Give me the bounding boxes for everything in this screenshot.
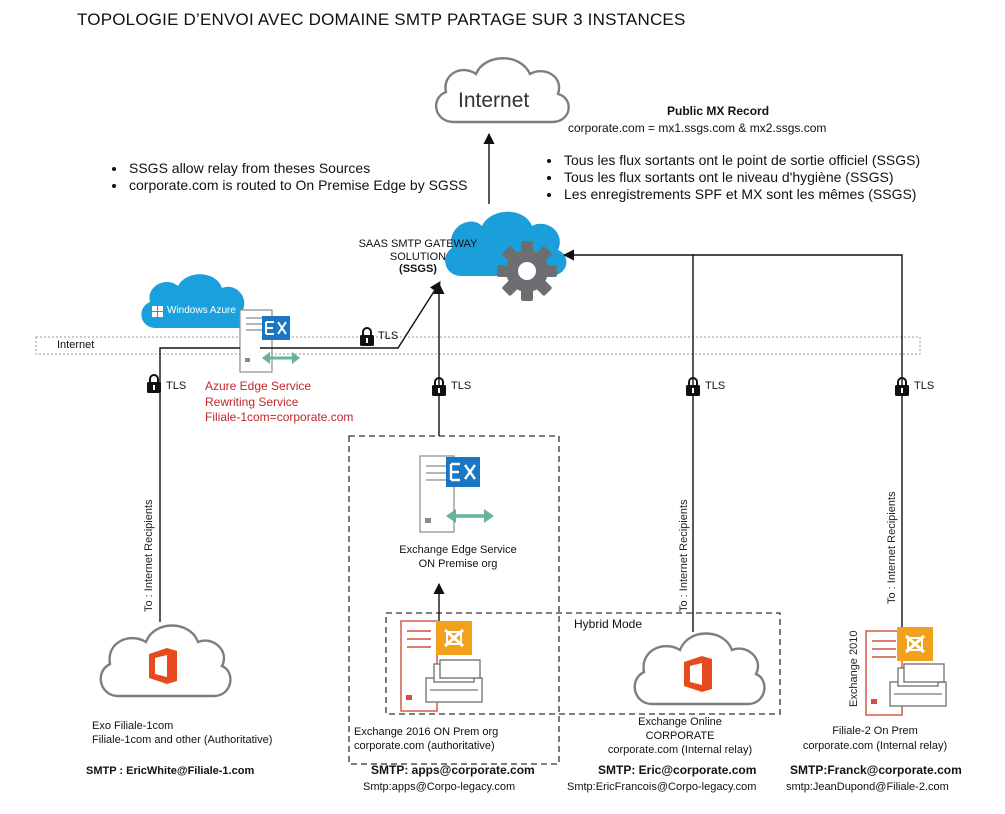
- right-bullet-list: Tous les flux sortants ont le point de s…: [540, 152, 1005, 203]
- tls-label: TLS: [914, 380, 935, 392]
- exchange-icon: [446, 457, 480, 487]
- source-name: Filiale-2 On Prem: [832, 725, 918, 737]
- mail-tray-icon: [889, 663, 947, 707]
- office-icon: [684, 656, 712, 692]
- exchange-orange-icon: [436, 621, 472, 655]
- tls-label: TLS: [705, 380, 726, 392]
- azure-edge-label: Azure Edge Service Rewriting Service Fil…: [205, 379, 353, 426]
- source-detail: corporate.com (Internal relay): [802, 739, 948, 752]
- mx-value: corporate.com = mx1.ssgs.com & mx2.ssgs.…: [568, 121, 827, 135]
- to-internet-label: To : Internet Recipients: [678, 499, 690, 612]
- source-name: Exo Filiale-1com: [92, 720, 174, 732]
- office-icon: [149, 648, 177, 684]
- source-detail: corporate.com (Internal relay): [607, 743, 753, 756]
- onprem-boundary: [348, 435, 560, 765]
- source-smtp: SMTP: Eric@corporate.com: [598, 763, 757, 777]
- azure-edge-label-line: Filiale-1com=corporate.com: [205, 410, 354, 425]
- exchange-online-label: Exchange Online CORPORATE corporate.com …: [585, 716, 775, 757]
- azure-edge-server-icon: [239, 309, 273, 373]
- edge-arrows-icon: [446, 509, 494, 523]
- gateway-label-line: SAAS SMTP GATEWAY: [358, 238, 478, 250]
- edge-arrows-icon: [262, 352, 300, 364]
- tls-label: TLS: [166, 380, 187, 392]
- to-internet-label: To : Internet Recipients: [143, 499, 155, 612]
- internet-band: [35, 336, 921, 355]
- source-smtp: SMTP : EricWhite@Filiale-1.com: [86, 765, 255, 777]
- source-name: Exchange Online: [638, 716, 722, 728]
- source-smtp: SMTP:Franck@corporate.com: [790, 763, 962, 777]
- source-alias: Smtp:apps@Corpo-legacy.com: [363, 781, 516, 793]
- gateway-label-line: SOLUTION: [389, 250, 447, 263]
- azure-edge-label-line: Rewriting Service: [205, 394, 299, 409]
- tls-label: TLS: [451, 380, 472, 392]
- tls-label: TLS: [378, 330, 399, 342]
- source-detail: corporate.com (authoritative): [354, 740, 495, 753]
- hybrid-mode-label: Hybrid Mode: [574, 617, 643, 631]
- exchange-2010-label: Exchange 2010: [848, 630, 860, 707]
- source-smtp: SMTP: apps@corporate.com: [371, 763, 535, 777]
- azure-edge-label-line: Azure Edge Service: [205, 379, 312, 393]
- source-detail: Filiale-1com and other (Authoritative): [92, 734, 273, 747]
- exo-filiale-label: Exo Filiale-1com Filiale-1com and other …: [92, 719, 272, 748]
- onprem-edge-label-line: ON Premise org: [418, 557, 498, 570]
- exchange-icon: [262, 316, 290, 340]
- gateway-label: SAAS SMTP GATEWAY SOLUTION (SSGS): [358, 238, 478, 276]
- right-bullet: Les enregistrements SPF et MX sont les m…: [562, 186, 1005, 203]
- left-bullet: SSGS allow relay from theses Sources: [127, 160, 485, 177]
- right-bullet: Tous les flux sortants ont le point de s…: [562, 152, 1005, 169]
- mail-tray-icon: [425, 659, 483, 703]
- mx-heading: Public MX Record: [667, 104, 770, 118]
- filiale-2-label: Filiale-2 On Prem corporate.com (Interna…: [790, 724, 960, 754]
- hybrid-boundary: [385, 612, 781, 715]
- diagram-title: TOPOLOGIE D’ENVOI AVEC DOMAINE SMTP PART…: [77, 10, 686, 29]
- right-bullet: Tous les flux sortants ont le niveau d'h…: [562, 169, 1005, 186]
- onprem-edge-label: Exchange Edge Service ON Premise org: [388, 544, 528, 572]
- internet-cloud-label: Internet: [458, 89, 530, 112]
- onprem-edge-label-line: Exchange Edge Service: [399, 544, 517, 556]
- internet-band-label: Internet: [57, 339, 95, 351]
- exchange-orange-icon: [897, 627, 933, 661]
- source-alias: Smtp:EricFrancois@Corpo-legacy.com: [567, 781, 757, 793]
- windows-azure-label: Windows Azure: [167, 305, 236, 316]
- gateway-label-line: (SSGS): [399, 263, 437, 276]
- internet-cloud-icon: [435, 57, 570, 124]
- gear-icon: [497, 241, 557, 301]
- source-alias: smtp:JeanDupond@Filiale-2.com: [786, 781, 949, 793]
- source-name-line2: CORPORATE: [645, 729, 715, 742]
- windows-azure-cloud-icon: [141, 274, 250, 328]
- left-bullet-list: SSGS allow relay from theses Sources cor…: [105, 160, 485, 194]
- exchange-2016-label: Exchange 2016 ON Prem org corporate.com …: [354, 725, 498, 754]
- source-name: Exchange 2016 ON Prem org: [354, 726, 499, 738]
- left-bullet: corporate.com is routed to On Premise Ed…: [127, 177, 469, 194]
- to-internet-label: To : Internet Recipients: [886, 491, 898, 604]
